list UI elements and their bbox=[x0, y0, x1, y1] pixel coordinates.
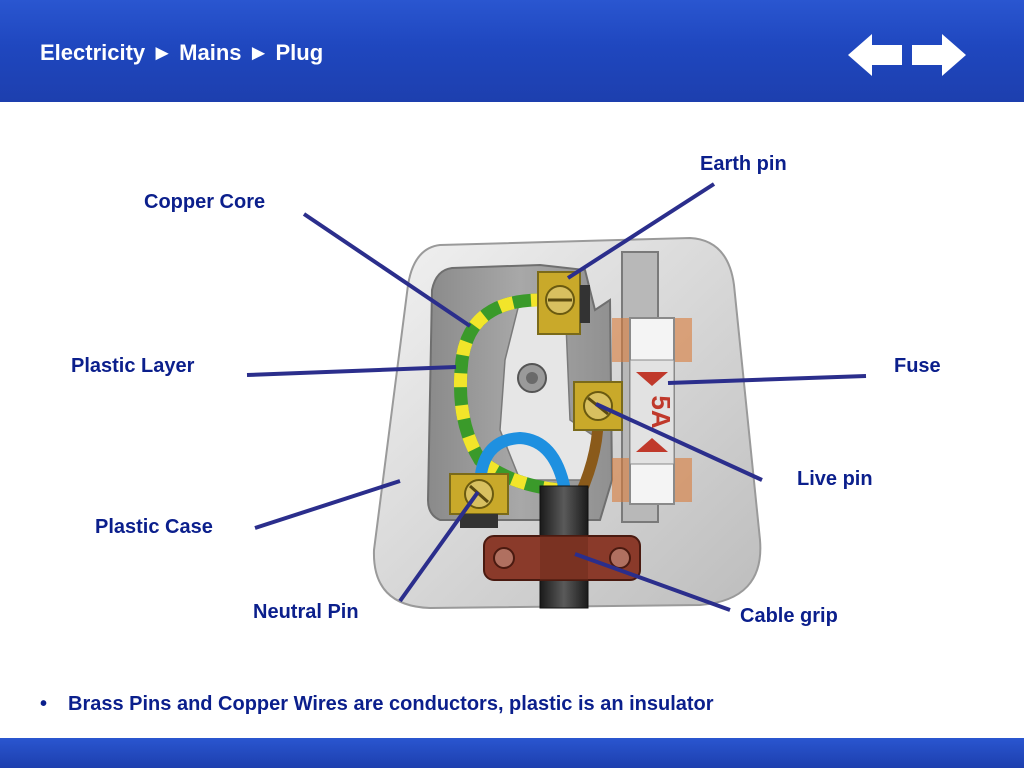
label-cable-grip: Cable grip bbox=[740, 605, 838, 627]
footer-bar bbox=[0, 738, 1024, 768]
fuse-marking: 5A bbox=[646, 395, 676, 428]
neutral-wire bbox=[474, 431, 571, 492]
breadcrumb: Electricity ► Mains ► Plug bbox=[40, 40, 324, 65]
leader-live-pin bbox=[595, 402, 763, 482]
leader-plastic-case bbox=[254, 479, 401, 530]
forward-button[interactable] bbox=[910, 32, 968, 78]
right-arrow-icon bbox=[912, 34, 966, 76]
live-pin-terminal bbox=[573, 381, 623, 431]
cable-grip bbox=[483, 535, 641, 581]
bullet-icon: • bbox=[40, 693, 48, 715]
leader-fuse bbox=[667, 374, 867, 385]
label-plastic-case: Plastic Case bbox=[95, 516, 213, 538]
left-arrow-icon bbox=[848, 34, 902, 76]
label-fuse: Fuse bbox=[894, 355, 941, 377]
label-earth-pin: Earth pin bbox=[700, 153, 787, 175]
label-copper-core: Copper Core bbox=[144, 191, 266, 213]
bullet-text: Brass Pins and Copper Wires are conducto… bbox=[68, 693, 714, 715]
back-button[interactable] bbox=[846, 32, 904, 78]
leader-earth-pin bbox=[566, 182, 716, 280]
leader-plastic-layer bbox=[246, 365, 457, 377]
leader-copper-core bbox=[302, 212, 472, 328]
earth-pin-terminal bbox=[537, 271, 590, 335]
fuse-icon: 5A bbox=[612, 317, 692, 505]
label-neutral-pin: Neutral Pin bbox=[253, 601, 359, 623]
leader-neutral-pin bbox=[398, 490, 480, 603]
label-plastic-layer: Plastic Layer bbox=[71, 355, 195, 377]
header-bar: Electricity ► Mains ► Plug bbox=[0, 0, 1024, 102]
leader-cable-grip bbox=[574, 552, 731, 612]
bullet-item: • Brass Pins and Copper Wires are conduct… bbox=[40, 693, 714, 716]
label-live-pin: Live pin bbox=[797, 468, 873, 490]
